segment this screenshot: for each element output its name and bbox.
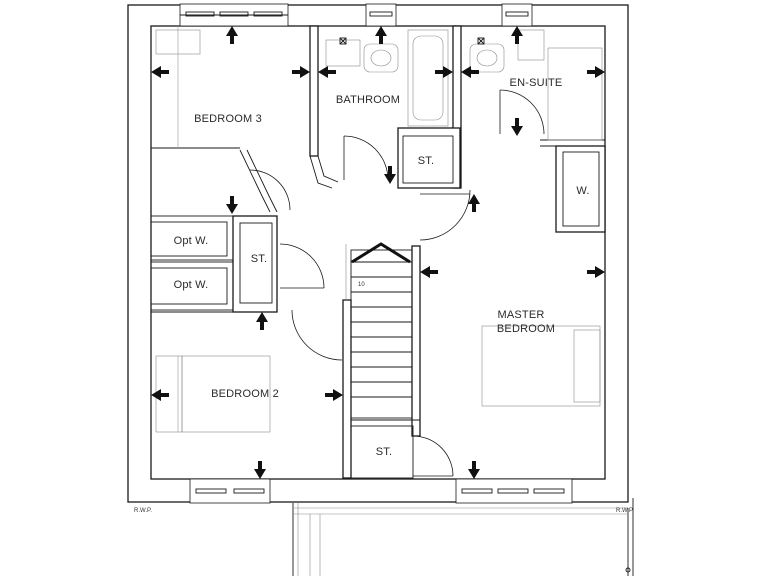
annotations: 10 R.W.P. R.W.P. [134,282,634,514]
arrow-icon [226,196,238,214]
rwp-left: R.W.P. [134,508,152,514]
arrow-icon [468,194,480,212]
label-store-landing: ST. [418,155,435,167]
arrow-icon [384,166,396,184]
terrace-decking [292,498,634,576]
arrow-icon [420,266,438,278]
label-opt-wardrobe-2: Opt W. [174,279,209,291]
arrow-icon [435,66,453,78]
doors [249,89,545,477]
arrow-icon [375,26,387,44]
staircase [345,242,413,419]
label-store-stair: ST. [376,446,393,458]
bathroom-fixtures [155,29,603,433]
arrow-icon [511,26,523,44]
arrow-icon [461,66,479,78]
arrow-icon [151,66,169,78]
arrow-icon [256,312,268,330]
arrow-icon [226,26,238,44]
arrow-icon [151,389,169,401]
label-bedroom-2: BEDROOM 2 [211,388,279,400]
label-store-bedroom-2: ST. [251,253,268,265]
arrow-icon [318,66,336,78]
dimension-arrows [151,26,605,479]
arrow-icon [511,118,523,136]
arrow-icon [468,461,480,479]
label-master-bedroom-line2: BEDROOM [497,323,555,335]
arrow-icon [587,66,605,78]
label-bedroom-3: BEDROOM 3 [194,113,262,125]
label-master-bedroom-line1: MASTER [497,309,544,321]
room-labels: BEDROOM 3 BATHROOM EN-SUITE ST. W. Opt W… [174,77,590,458]
fixture-markers [339,37,485,45]
windows [179,3,573,504]
rwp-right: R.W.P. [616,508,634,514]
label-bathroom: BATHROOM [336,94,400,106]
arrow-icon [254,461,266,479]
arrow-icon [587,266,605,278]
label-opt-wardrobe-1: Opt W. [174,235,209,247]
stair-step-count: 10 [358,282,365,288]
arrow-icon [325,389,343,401]
stair-direction-chevron [351,242,411,264]
label-en-suite: EN-SUITE [510,77,563,89]
interior-walls [150,25,606,479]
arrow-icon [292,66,310,78]
label-wardrobe-master: W. [576,185,589,197]
